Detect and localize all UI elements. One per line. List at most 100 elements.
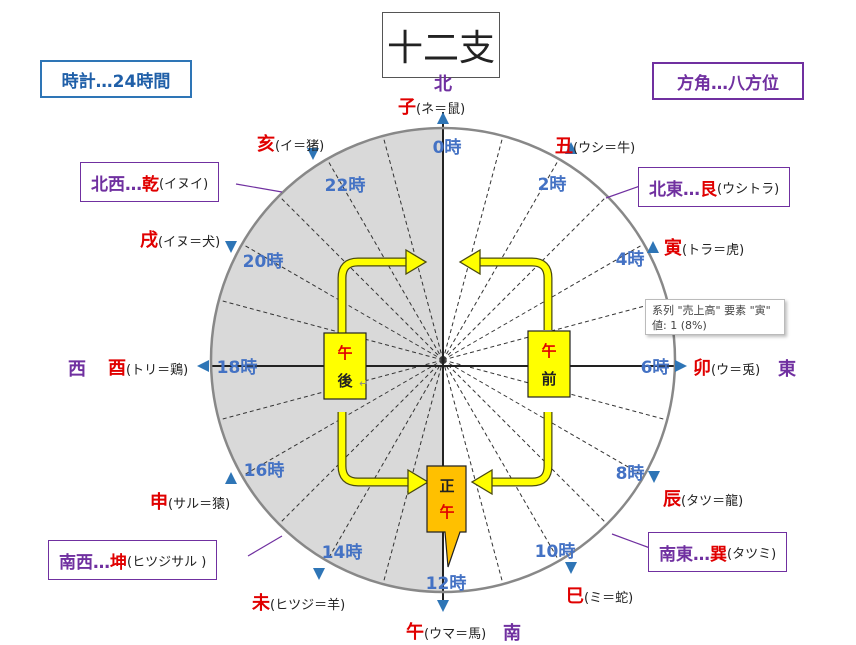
hour-label: 14時: [322, 542, 363, 563]
branch-kanji: 酉: [108, 358, 126, 379]
diagonal-dir: 南西…: [59, 552, 110, 573]
hour-spoke: [382, 359, 444, 585]
shougo-char-1: 正: [439, 477, 454, 495]
clock-label-box: 時計…24時間: [40, 60, 192, 98]
hour-label: 6時: [641, 357, 670, 378]
branch-markers: [197, 112, 687, 612]
branch-label-ne: 子(ネ＝鼠): [398, 93, 465, 119]
arrow-gozen-up: [458, 248, 553, 330]
hour-spoke: [442, 135, 504, 361]
triangle-marker-icon: [648, 471, 660, 483]
direction-label-box: 方角…八方位: [652, 62, 804, 100]
branch-kanji: 巳: [566, 586, 584, 607]
hour-label: 4時: [616, 249, 645, 270]
hour-label: 16時: [244, 460, 285, 481]
page-title: 十二支: [382, 12, 500, 78]
triangle-marker-icon: [565, 142, 577, 154]
callout-line-se: [611, 533, 651, 549]
triangle-marker-icon: [565, 562, 577, 574]
callout-line-nw: [235, 183, 283, 193]
branch-label-mi: 巳(ミ＝蛇): [566, 582, 633, 608]
branch-kanji: 丑: [555, 136, 573, 157]
hour-label: 22時: [325, 175, 366, 196]
branch-kanji: 卯: [693, 358, 711, 379]
branch-kanji: 午: [406, 622, 424, 643]
return-mark: ↵: [359, 377, 368, 390]
hour-label: 2時: [538, 174, 567, 195]
hour-spoke: [382, 135, 444, 361]
diagonal-box-northwest: 北西…乾(イヌイ): [80, 162, 220, 202]
hour-spoke: [218, 299, 444, 361]
branch-label-saru: 申(サル＝猿): [150, 488, 230, 514]
hour-spoke: [442, 243, 645, 361]
branch-kanji: 辰: [663, 489, 681, 510]
branch-reading: (ミ＝蛇): [584, 591, 634, 606]
branch-kanji: 子: [398, 97, 416, 118]
branch-kanji: 亥: [257, 134, 275, 155]
hour-spoke: [442, 195, 608, 361]
branch-label-ushi: 丑(ウシ＝牛): [555, 132, 635, 158]
hour-spoke: [278, 359, 444, 525]
triangle-marker-icon: [675, 360, 687, 372]
hour-label: 20時: [243, 251, 284, 272]
branch-reading: (トラ＝虎): [682, 243, 745, 258]
hour-label: 10時: [535, 541, 576, 562]
diagonal-reading: (タツミ): [727, 546, 777, 562]
diagonal-reading: (ヒツジサル ): [127, 554, 207, 570]
branch-label-i: 亥(イ＝猪): [257, 130, 324, 156]
triangle-marker-icon: [225, 241, 237, 253]
gogo-char-2: 後: [336, 372, 353, 390]
triangle-marker-icon: [307, 148, 319, 160]
branch-reading: (トリ＝鶏): [126, 363, 189, 378]
callout-gogo: 午 後 ↵: [323, 332, 368, 400]
branch-reading: (タツ＝龍): [681, 494, 744, 509]
diagonal-dir: 北西…: [91, 174, 142, 195]
diagonal-reading: (ウシトラ): [717, 181, 780, 197]
diagonal-box-southeast: 南東…巽(タツミ): [648, 532, 788, 572]
arrow-gozen-down: [470, 412, 553, 496]
gogo-char-1: 午: [337, 344, 352, 362]
branch-reading: (ウマ＝馬): [424, 627, 487, 642]
branch-label-hitsuji: 未(ヒツジ＝羊): [252, 589, 345, 615]
tooltip-line-1: 系列 "売上高" 要素 "寅": [652, 304, 771, 317]
branch-label-u: 卯(ウ＝兎): [693, 354, 760, 380]
compass-south: 南: [503, 623, 521, 644]
diagonal-box-northeast: 北東…艮(ウシトラ): [638, 167, 791, 207]
compass-east: 東: [778, 359, 796, 380]
hour-spoke: [278, 195, 444, 361]
branch-label-tori: 酉(トリ＝鶏): [108, 354, 188, 380]
branch-kanji: 申: [150, 492, 168, 513]
hour-spoke: [326, 359, 444, 562]
branch-label-tatsu: 辰(タツ＝龍): [663, 485, 743, 511]
hour-label: 0時: [433, 137, 462, 158]
branch-reading: (イヌ＝犬): [158, 235, 221, 250]
branch-label-tora: 寅(トラ＝虎): [664, 234, 744, 260]
diagonal-kanji: 巽: [710, 544, 727, 565]
hour-label: 8時: [616, 463, 645, 484]
branch-kanji: 戌: [140, 230, 158, 251]
branch-kanji: 未: [252, 593, 270, 614]
hour-spoke: [442, 359, 560, 562]
chart-tooltip: 系列 "売上高" 要素 "寅" 値: 1 (8%): [645, 299, 785, 335]
branch-label-inu: 戌(イヌ＝犬): [140, 226, 220, 252]
branch-reading: (ネ＝鼠): [416, 102, 466, 117]
callout-gozen: 午 前: [527, 330, 571, 398]
branch-reading: (ウ＝兎): [711, 363, 761, 378]
flow-arrows: [337, 248, 553, 496]
branch-kanji: 寅: [664, 238, 682, 259]
shougo-char-2: 午: [439, 503, 454, 521]
hour-spoke: [442, 359, 608, 525]
branch-reading: (ヒツジ＝羊): [270, 598, 346, 613]
hour-spoke: [442, 299, 668, 361]
triangle-marker-icon: [647, 241, 659, 253]
hour-spoke: [442, 359, 504, 585]
triangle-marker-icon: [225, 472, 237, 484]
diagonal-kanji: 艮: [700, 179, 717, 200]
diagonal-dir: 南東…: [659, 544, 710, 565]
hour-label: 12時: [426, 573, 467, 594]
arrow-gogo-down: [337, 412, 430, 496]
tooltip-line-2: 値: 1 (8%): [652, 319, 707, 332]
gozen-char-2: 前: [541, 370, 556, 388]
